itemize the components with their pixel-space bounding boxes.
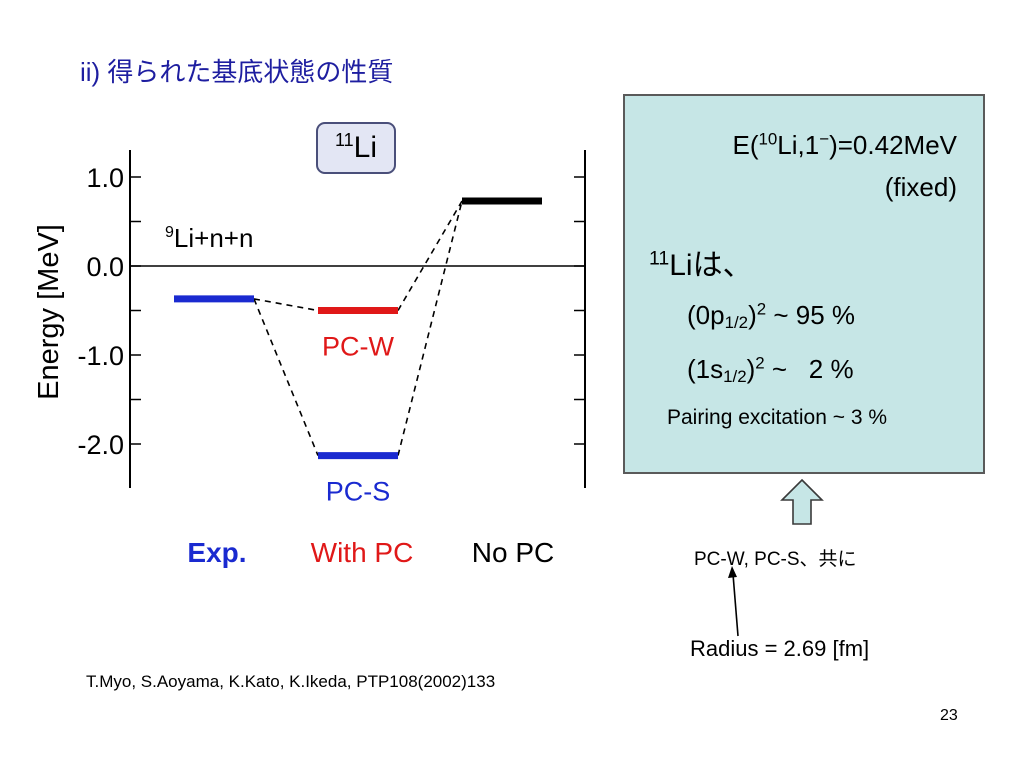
e10li-body: Li,1 <box>777 130 820 160</box>
config-1s-row: (1s1/2)2 ~ 2 % <box>687 354 854 385</box>
e10li-parity: − <box>819 129 830 149</box>
radius-label: Radius = 2.69 [fm] <box>690 636 870 661</box>
config-1s-sup: 2 <box>755 353 765 373</box>
nucleus-mass-number: 11 <box>334 130 354 150</box>
level-connector <box>397 200 463 311</box>
threshold-mass-number: 9 <box>165 224 174 241</box>
column-label-no_pc: No PC <box>472 537 554 568</box>
li11-mass-number: 11 <box>649 247 670 270</box>
level-label-pc-s: PC-S <box>326 477 391 507</box>
up-arrow-icon <box>780 478 824 525</box>
pc-note: PC-W, PC-S、共に <box>694 549 857 570</box>
y-tick-label: -1.0 <box>77 341 124 371</box>
e10li-value: )=0.42MeV <box>829 130 957 160</box>
y-axis-label: Energy [MeV] <box>33 224 65 400</box>
config-0p-open: (0p <box>687 300 725 330</box>
config-0p-row: (0p1/2)2 ~ 95 % <box>687 300 855 331</box>
e10li-mass-number: 10 <box>758 129 778 149</box>
config-0p-value: ~ 95 % <box>766 300 856 330</box>
threshold-label: 9Li+n+n <box>165 223 253 253</box>
e10li-prefix: E( <box>732 130 759 160</box>
config-0p-sub: 1/2 <box>724 313 749 333</box>
fixed-label: (fixed) <box>884 172 957 202</box>
li11-text: Liは、 <box>669 249 753 282</box>
pointer-arrow-icon <box>728 566 739 637</box>
e10li-energy: E(10Li,1−)=0.42MeV <box>733 130 958 161</box>
nucleus-element: Li <box>353 131 378 164</box>
level-connector <box>253 298 319 312</box>
li11-heading: 11Liは、 <box>649 240 753 284</box>
config-1s-value: ~ 2 % <box>764 354 854 384</box>
config-1s-close: ) <box>746 354 756 384</box>
column-label-with_pc: With PC <box>311 537 414 568</box>
y-tick-label: 0.0 <box>86 252 124 282</box>
slide-title: ii) 得られた基底状態の性質 <box>80 57 394 87</box>
column-label-exp: Exp. <box>187 537 246 568</box>
y-tick-label: -2.0 <box>77 430 124 460</box>
nucleus-label-box: 11Li <box>316 122 396 174</box>
threshold-text: Li+n+n <box>174 223 254 253</box>
config-0p-sup: 2 <box>756 299 767 319</box>
config-1s-open: (1s <box>687 354 724 384</box>
y-tick-label: 1.0 <box>86 163 124 193</box>
pairing-excitation: Pairing excitation ~ 3 % <box>667 406 888 429</box>
level-connector <box>253 298 319 456</box>
config-0p-close: ) <box>748 300 757 330</box>
info-panel: E(10Li,1−)=0.42MeV (fixed) 11Liは、 (0p1/2… <box>623 94 985 474</box>
level-label-pc-w: PC-W <box>322 332 394 362</box>
reference-citation: T.Myo, S.Aoyama, K.Kato, K.Ikeda, PTP108… <box>86 672 496 691</box>
page-number: 23 <box>940 707 958 724</box>
level-connector <box>397 200 463 456</box>
config-1s-sub: 1/2 <box>723 367 747 387</box>
